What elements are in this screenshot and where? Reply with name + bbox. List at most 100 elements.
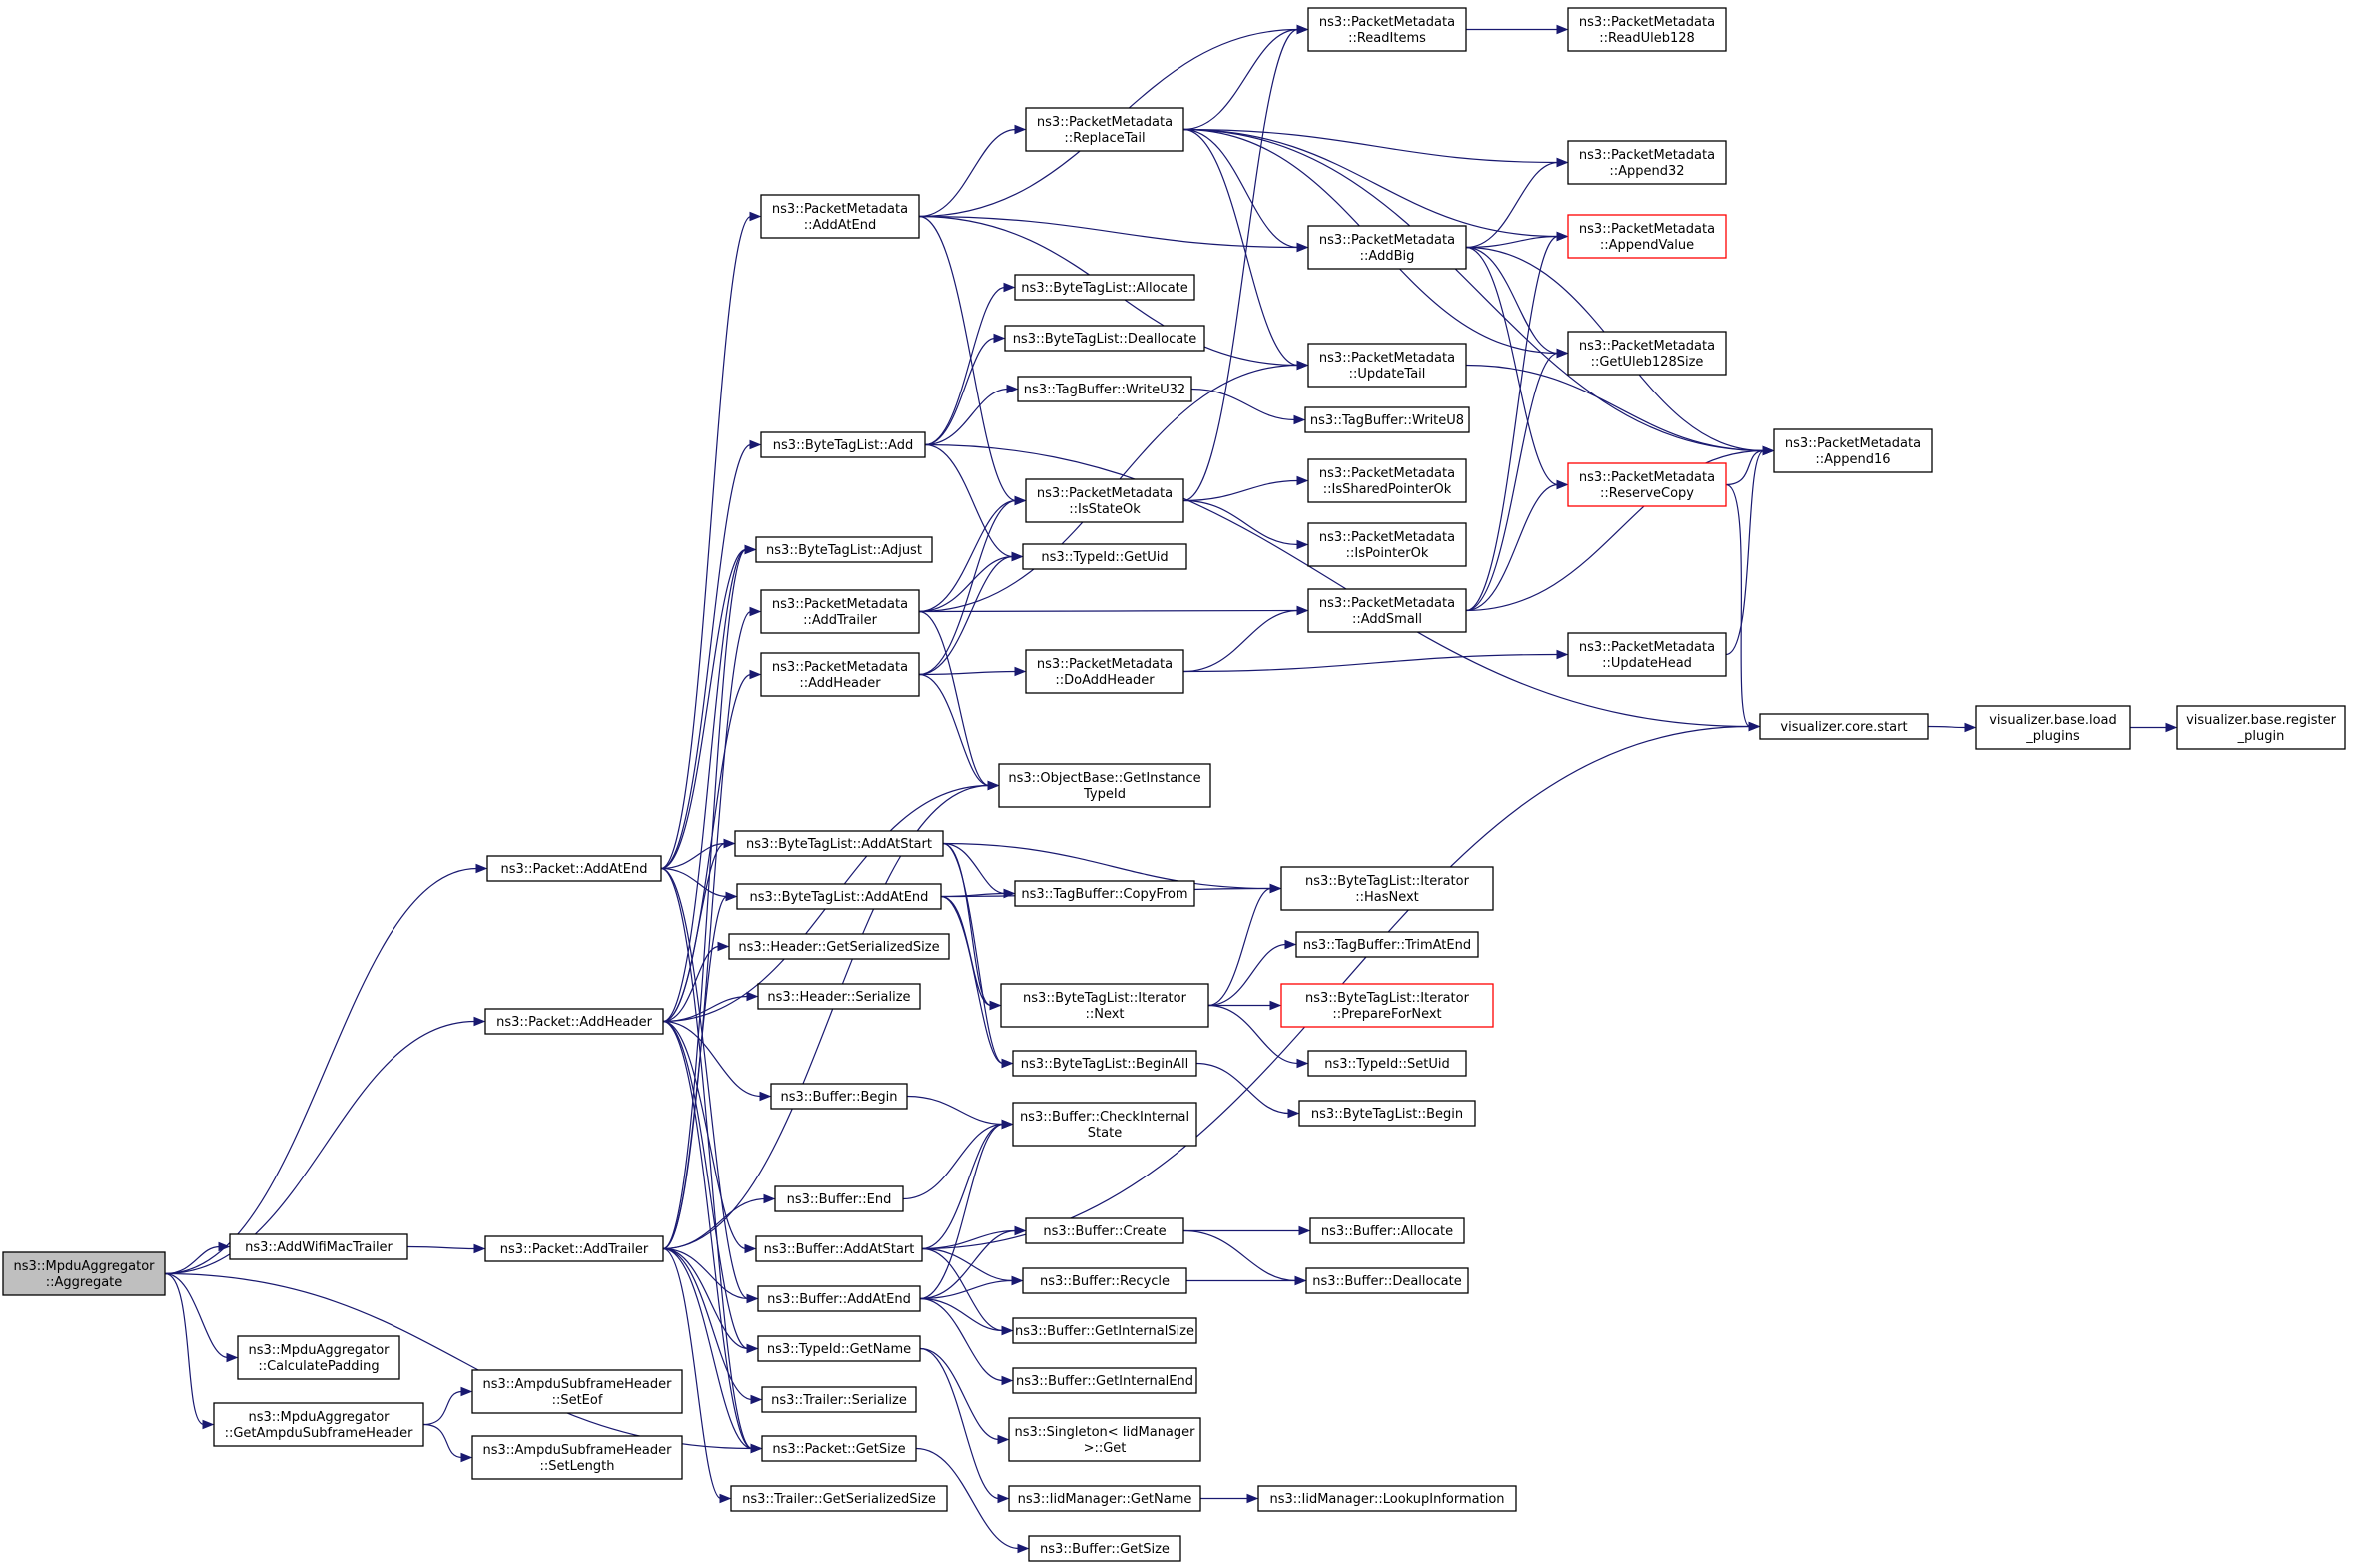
node-buf-add-at-end[interactable]: ns3::Buffer::AddAtEnd <box>757 1285 921 1312</box>
node-pm-append32[interactable]: ns3::PacketMetadata::Append32 <box>1567 140 1727 185</box>
node-buf-get-size[interactable]: ns3::Buffer::GetSize <box>1028 1535 1181 1562</box>
node-btl-adjust[interactable]: ns3::ByteTagList::Adjust <box>755 536 933 563</box>
node-label-line: ns3::PacketMetadata <box>1037 486 1173 501</box>
node-tb-trim-at-end[interactable]: ns3::TagBuffer::TrimAtEnd <box>1295 931 1479 958</box>
edge-line <box>1465 246 1559 355</box>
edge-buf_recycle-to-buf_deallocate <box>1185 1275 1307 1286</box>
node-singleton-get[interactable]: ns3::Singleton< IidManager>::Get <box>1008 1417 1201 1462</box>
node-buf-create[interactable]: ns3::Buffer::Create <box>1025 1217 1184 1244</box>
edge-line <box>918 609 1299 613</box>
node-packet-get-size[interactable]: ns3::Packet::GetSize <box>761 1435 917 1462</box>
node-typeid-get-name[interactable]: ns3::TypeId::GetName <box>757 1335 921 1362</box>
edge-btl_it_next-to-btl_it_has_next <box>1207 883 1282 1007</box>
node-packet-add-header[interactable]: ns3::Packet::AddHeader <box>484 1008 664 1035</box>
edge-typeid_get_name-to-singleton_get <box>919 1347 1010 1445</box>
node-box <box>1309 1217 1465 1244</box>
node-btl-add-at-end[interactable]: ns3::ByteTagList::AddAtEnd <box>736 883 942 910</box>
edge-btl_it_next-to-typeid_set_uid <box>1207 1004 1309 1069</box>
node-btl-deallocate[interactable]: ns3::ByteTagList::Deallocate <box>1004 325 1205 352</box>
node-btl-it-has-next[interactable]: ns3::ByteTagList::Iterator::HasNext <box>1280 866 1494 911</box>
edge-line <box>1725 449 1765 656</box>
node-set-length[interactable]: ns3::AmpduSubframeHeader::SetLength <box>471 1435 683 1480</box>
node-viz-base-load-plugins[interactable]: visualizer.base.load_plugins <box>1975 705 2131 750</box>
node-label-line: ns3::MpduAggregator <box>248 1410 390 1425</box>
node-btl-begin[interactable]: ns3::ByteTagList::Begin <box>1298 1100 1476 1127</box>
node-buf-recycle[interactable]: ns3::Buffer::Recycle <box>1022 1267 1187 1294</box>
node-tb-write-u32[interactable]: ns3::TagBuffer::WriteU32 <box>1017 376 1192 402</box>
node-pm-is-ptr-ok[interactable]: ns3::PacketMetadata::IsPointerOk <box>1307 522 1467 567</box>
node-pm-add-header[interactable]: ns3::PacketMetadata::AddHeader <box>760 652 920 697</box>
node-pm-is-shared-ptr-ok[interactable]: ns3::PacketMetadata::IsSharedPointerOk <box>1307 458 1467 503</box>
node-pm-add-big[interactable]: ns3::PacketMetadata::AddBig <box>1307 225 1467 270</box>
node-buf-add-at-start[interactable]: ns3::Buffer::AddAtStart <box>755 1235 923 1262</box>
edge-buf_create-to-buf_allocate <box>1182 1225 1311 1236</box>
node-buf-begin[interactable]: ns3::Buffer::Begin <box>770 1083 908 1110</box>
node-get-ampdu-hdr[interactable]: ns3::MpduAggregator::GetAmpduSubframeHea… <box>213 1402 424 1447</box>
node-btl-begin-all[interactable]: ns3::ByteTagList::BeginAll <box>1012 1050 1197 1077</box>
node-pm-replace-tail[interactable]: ns3::PacketMetadata::ReplaceTail <box>1025 107 1184 152</box>
node-buf-get-internal-end[interactable]: ns3::Buffer::GetInternalEnd <box>1012 1367 1197 1394</box>
node-btl-it-next[interactable]: ns3::ByteTagList::Iterator::Next <box>1000 983 1209 1028</box>
node-pm-add-small[interactable]: ns3::PacketMetadata::AddSmall <box>1307 588 1467 633</box>
node-box <box>774 1185 904 1212</box>
edge-line <box>1465 161 1559 249</box>
node-btl-add-at-start[interactable]: ns3::ByteTagList::AddAtStart <box>734 830 944 857</box>
node-buf-get-internal-size[interactable]: ns3::Buffer::GetInternalSize <box>1012 1317 1197 1344</box>
node-buf-allocate[interactable]: ns3::Buffer::Allocate <box>1309 1217 1465 1244</box>
node-packet-add-trailer[interactable]: ns3::Packet::AddTrailer <box>484 1235 664 1262</box>
node-pm-read-uleb128[interactable]: ns3::PacketMetadata::ReadUleb128 <box>1567 7 1727 52</box>
node-label-line: ns3::PacketMetadata <box>1579 470 1715 485</box>
edge-line <box>924 443 1751 728</box>
node-buf-end[interactable]: ns3::Buffer::End <box>774 1185 904 1212</box>
node-calc-padding[interactable]: ns3::MpduAggregator::CalculatePadding <box>237 1335 400 1380</box>
node-pm-append16[interactable]: ns3::PacketMetadata::Append16 <box>1773 428 1933 473</box>
edge-line <box>1207 1004 1299 1065</box>
edge-arrowhead <box>1296 1058 1309 1069</box>
node-box <box>998 763 1211 808</box>
node-btl-it-prepare[interactable]: ns3::ByteTagList::Iterator::PrepareForNe… <box>1280 983 1494 1028</box>
edge-btl_add_at_start-to-btl_begin_all <box>942 842 1014 1069</box>
node-typeid-set-uid[interactable]: ns3::TypeId::SetUid <box>1307 1050 1467 1077</box>
node-hdr-get-ser-size[interactable]: ns3::Header::GetSerializedSize <box>728 933 950 960</box>
edge-arrowhead <box>997 1434 1010 1445</box>
node-pm-is-state-ok[interactable]: ns3::PacketMetadata::IsStateOk <box>1025 478 1184 523</box>
node-btl-allocate[interactable]: ns3::ByteTagList::Allocate <box>1014 274 1195 301</box>
node-typeid-get-uid[interactable]: ns3::TypeId::GetUid <box>1022 543 1187 570</box>
edge-line <box>406 1245 476 1250</box>
edge-line <box>1182 1229 1297 1282</box>
node-hdr-serialize[interactable]: ns3::Header::Serialize <box>757 983 921 1010</box>
node-pm-update-tail[interactable]: ns3::PacketMetadata::UpdateTail <box>1307 343 1467 388</box>
node-viz-base-register-plugin[interactable]: visualizer.base.register_plugin <box>2176 705 2346 750</box>
node-set-eof[interactable]: ns3::AmpduSubframeHeader::SetEof <box>471 1369 683 1414</box>
node-trl-get-ser-size[interactable]: ns3::Trailer::GetSerializedSize <box>730 1485 948 1512</box>
node-packet-add-at-end[interactable]: ns3::Packet::AddAtEnd <box>486 855 662 882</box>
node-iid-get-name[interactable]: ns3::IidManager::GetName <box>1008 1485 1201 1512</box>
edge-pm_add_header-to-ob_get_instance_typeid <box>918 673 1000 791</box>
node-pm-get-uleb128-size[interactable]: ns3::PacketMetadata::GetUleb128Size <box>1567 331 1727 376</box>
node-label-line: ns3::Packet::AddAtEnd <box>501 862 648 877</box>
node-add-wifi-mac-trailer[interactable]: ns3::AddWifiMacTrailer <box>229 1233 408 1260</box>
edge-arrowhead <box>1556 157 1569 168</box>
node-pm-read-items[interactable]: ns3::PacketMetadata::ReadItems <box>1307 7 1467 52</box>
node-tb-write-u8[interactable]: ns3::TagBuffer::WriteU8 <box>1304 406 1470 433</box>
node-label-line: ::ReadUleb128 <box>1599 31 1695 46</box>
node-label-line: ns3::MpduAggregator <box>13 1259 155 1274</box>
node-btl-add[interactable]: ns3::ByteTagList::Add <box>760 431 926 458</box>
node-pm-do-add-header[interactable]: ns3::PacketMetadata::DoAddHeader <box>1025 649 1184 694</box>
edge-line <box>918 128 1017 218</box>
node-tb-copy-from[interactable]: ns3::TagBuffer::CopyFrom <box>1014 880 1195 907</box>
edge-line <box>660 867 753 1450</box>
node-iid-lookup-info[interactable]: ns3::IidManager::LookupInformation <box>1257 1485 1517 1512</box>
node-trl-serialize[interactable]: ns3::Trailer::Serialize <box>761 1386 917 1413</box>
node-pm-add-at-end[interactable]: ns3::PacketMetadata::AddAtEnd <box>760 194 920 239</box>
node-pm-add-trailer[interactable]: ns3::PacketMetadata::AddTrailer <box>760 589 920 634</box>
edge-arrowhead <box>1296 605 1309 616</box>
node-pm-reserve-copy[interactable]: ns3::PacketMetadata::ReserveCopy <box>1567 462 1727 507</box>
node-pm-append-value[interactable]: ns3::PacketMetadata::AppendValue <box>1567 214 1727 259</box>
node-pm-update-head[interactable]: ns3::PacketMetadata::UpdateHead <box>1567 632 1727 677</box>
edge-pm_add_trailer-to-pm_is_state_ok <box>918 495 1027 613</box>
node-buf-deallocate[interactable]: ns3::Buffer::Deallocate <box>1305 1267 1469 1294</box>
node-viz-core-start[interactable]: visualizer.core.start <box>1759 713 1929 740</box>
